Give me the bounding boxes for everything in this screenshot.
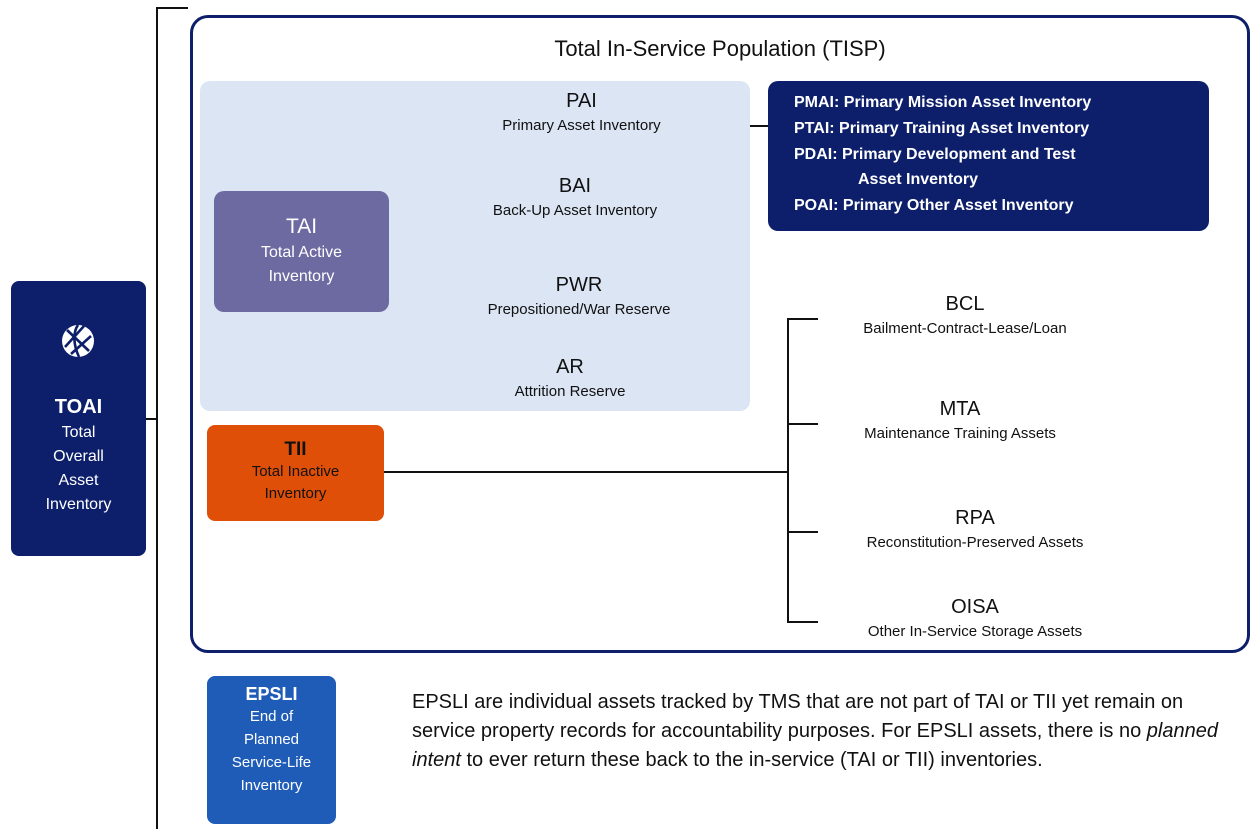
category-pai: PAI Primary Asset Inventory	[502, 90, 661, 134]
toai-abbr: TOAI	[54, 396, 103, 418]
tai-box: TAI Total Active Inventory	[214, 191, 389, 312]
tisp-container	[190, 15, 1250, 653]
tii-box: TII Total Inactive Inventory	[207, 425, 384, 521]
tii-abbr: TII	[284, 439, 307, 460]
toai-full-name: Total Overall Asset Inventory	[45, 424, 112, 513]
epsli-box: EPSLI End of Planned Service-Life Invent…	[207, 676, 336, 824]
ptai-line: PTAI: Primary Training Asset Inventory	[794, 120, 1090, 137]
category-ar: AR Attrition Reserve	[514, 356, 626, 400]
category-bcl: BCL Bailment-Contract-Lease/Loan	[863, 293, 1067, 337]
diagram-title: Total In-Service Population (TISP)	[554, 36, 886, 61]
tii-full-name: Total Inactive Inventory	[251, 463, 340, 502]
pdai-line: PDAI: Primary Development and Test	[794, 146, 1076, 163]
tai-full-name: Total Active Inventory	[261, 244, 342, 285]
globe-icon	[57, 320, 99, 367]
toai-bracket	[156, 7, 188, 829]
tai-abbr: TAI	[285, 215, 318, 238]
epsli-description: EPSLI are individual assets tracked by T…	[412, 691, 1218, 771]
poai-line: POAI: Primary Other Asset Inventory	[794, 197, 1074, 214]
epsli-abbr: EPSLI	[245, 684, 298, 704]
category-rpa: RPA Reconstitution-Preserved Assets	[866, 507, 1084, 551]
category-pwr: PWR Prepositioned/War Reserve	[487, 274, 671, 318]
toai-box: TOAI Total Overall Asset Inventory	[11, 281, 146, 556]
tii-bracket	[787, 318, 818, 623]
pmai-line: PMAI: Primary Mission Asset Inventory	[794, 94, 1092, 111]
category-oisa: OISA Other In-Service Storage Assets	[867, 596, 1083, 640]
epsli-full-name: End of Planned Service-Life Inventory	[231, 708, 312, 794]
category-bai: BAI Back-Up Asset Inventory	[492, 175, 658, 219]
category-mta: MTA Maintenance Training Assets	[864, 398, 1056, 442]
epsli-emphasis: planned intent	[412, 720, 1218, 771]
primary-inventory-breakdown: PMAI: Primary Mission Asset Inventory PT…	[768, 81, 1209, 231]
pdai-line-continued: Asset Inventory	[858, 171, 979, 188]
